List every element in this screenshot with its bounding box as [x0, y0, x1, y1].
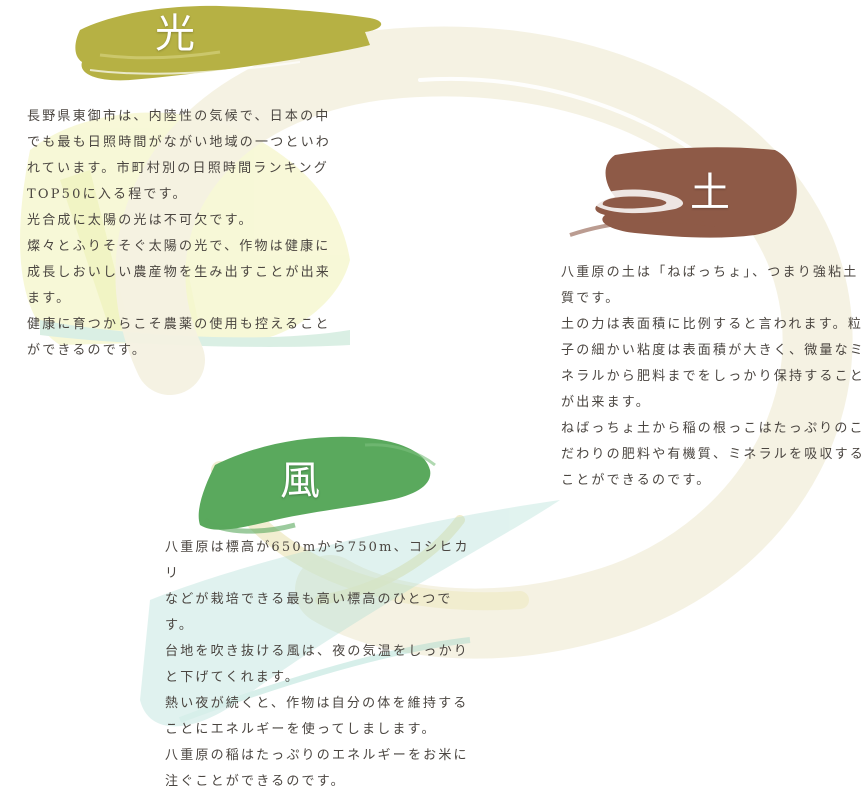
soil-title-brush: 土 [555, 145, 805, 245]
wind-title: 風 [280, 458, 320, 504]
soil-line: 土の力は表面積に比例すると言われます。粒 [561, 317, 864, 332]
light-line: 成長しおいしい農産物を生み出すことが出来 [27, 265, 332, 280]
light-line: 光合成に太陽の光は不可欠です。 [27, 213, 254, 228]
soil-line: ねばっちょ土から稲の根っこはたっぷりのこ [561, 421, 865, 436]
soil-line: 八重原の土は「ねばっちょ」、つまり強粘土 [561, 265, 859, 280]
wind-title-brush: 風 [195, 425, 440, 540]
soil-line: だわりの肥料や有機質、ミネラルを吸収する [561, 447, 866, 462]
soil-line: ネラルから肥料までをしっかり保持すること [561, 369, 866, 384]
wind-line: と下げてくれます。 [165, 670, 301, 685]
wind-line: 台地を吹き抜ける風は、夜の気温をしっかり [165, 644, 470, 659]
soil-description: 八重原の土は「ねばっちょ」、つまり強粘土 質です。 土の力は表面積に比例すると言… [561, 260, 868, 494]
wind-line: 八重原は標高が650mから750m、コシヒカリ [165, 540, 470, 581]
soil-line: 質です。 [561, 291, 621, 306]
soil-line: 子の細かい粘度は表面積が大きく、微量なミ [561, 343, 866, 358]
light-line: 健康に育つからこそ農薬の使用も控えること [27, 317, 331, 332]
light-line: 長野県東御市は、内陸性の気候で、日本の中 [27, 109, 331, 124]
soil-title: 土 [690, 170, 730, 216]
light-line: TOP50に入る程です。 [27, 187, 188, 202]
light-line: ができるのです。 [27, 343, 148, 358]
light-line: ます。 [27, 291, 72, 306]
soil-line: ことができるのです。 [561, 473, 712, 488]
light-line: れています。市町村別の日照時間ランキング [27, 161, 329, 176]
wind-description: 八重原は標高が650mから750m、コシヒカリ などが栽培できる最も高い標高のひ… [165, 535, 477, 795]
light-title: 光 [155, 11, 195, 57]
light-title-brush: 光 [70, 0, 390, 85]
wind-line: などが栽培できる最も高い標高のひとつです。 [165, 592, 453, 633]
light-line: でも最も日照時間がながい地域の一つといわ [27, 135, 332, 150]
wind-line: 熱い夜が続くと、作物は自分の体を維持する [165, 696, 469, 711]
light-line: 燦々とふりそそぐ太陽の光で、作物は健康に [27, 239, 331, 254]
wind-line: ことにエネルギーを使ってしまします。 [165, 722, 437, 737]
light-description: 長野県東御市は、内陸性の気候で、日本の中 でも最も日照時間がながい地域の一つとい… [27, 104, 339, 364]
wind-line: 八重原の稲はたっぷりのエネルギーをお米に [165, 748, 469, 763]
brush-stroke-wind-icon [198, 436, 436, 534]
soil-line: が出来ます。 [561, 395, 651, 410]
brush-stroke-soil-icon [569, 147, 797, 238]
wind-line: 注ぐことができるのです。 [165, 774, 346, 789]
brush-stroke-light-icon [75, 5, 382, 81]
